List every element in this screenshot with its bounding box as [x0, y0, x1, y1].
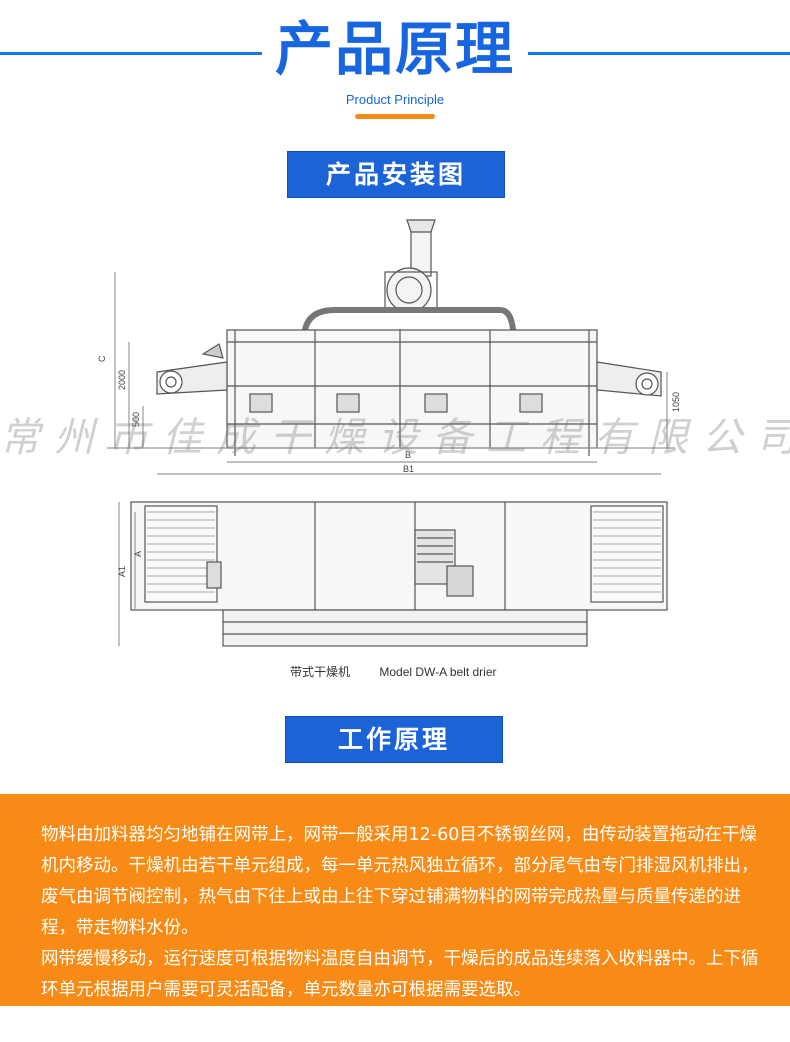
- page-header: 产品原理 Product Principle: [0, 0, 790, 130]
- dim-label-a: A: [133, 551, 143, 557]
- page-subtitle: Product Principle: [345, 92, 445, 107]
- dim-label-b: B: [405, 450, 411, 460]
- header-left-rule: [0, 52, 262, 55]
- company-watermark: 常州市佳成干燥设备工程有限公司: [0, 415, 790, 461]
- description-panel: 物料由加料器均匀地铺在网带上，网带一般采用12-60目不锈钢丝网，由传动装置拖动…: [0, 794, 790, 1006]
- dim-label-500: 500: [131, 412, 141, 427]
- dim-label-a1: A1: [117, 566, 127, 577]
- description-inner: 物料由加料器均匀地铺在网带上，网带一般采用12-60目不锈钢丝网，由传动装置拖动…: [19, 806, 770, 1000]
- section-badge-working-principle: 工作原理: [285, 716, 503, 763]
- installation-drawing: C 2000 500 1050 B B1 A A1: [97, 219, 681, 647]
- description-paragraph-1: 物料由加料器均匀地铺在网带上，网带一般采用12-60目不锈钢丝网，由传动装置拖动…: [41, 825, 759, 938]
- header-right-rule: [528, 52, 790, 55]
- description-paragraph-2: 网带缓慢移动，运行速度可根据物料温度自由调节，干燥后的成品连续落入收料器中。上下…: [41, 949, 759, 1000]
- dim-label-c: C: [97, 355, 107, 362]
- caption-chinese: 带式干燥机: [290, 665, 351, 679]
- dim-label-1050: 1050: [671, 392, 681, 412]
- drawing-caption: 带式干燥机 Model DW-A belt drier: [290, 663, 497, 680]
- dim-label-b1: B1: [403, 464, 414, 474]
- title-underline: [355, 114, 435, 119]
- section-badge-installation: 产品安装图: [287, 151, 505, 198]
- page-title: 产品原理: [274, 15, 515, 83]
- dim-label-2000: 2000: [117, 370, 127, 390]
- caption-model: Model DW-A belt drier: [379, 665, 497, 679]
